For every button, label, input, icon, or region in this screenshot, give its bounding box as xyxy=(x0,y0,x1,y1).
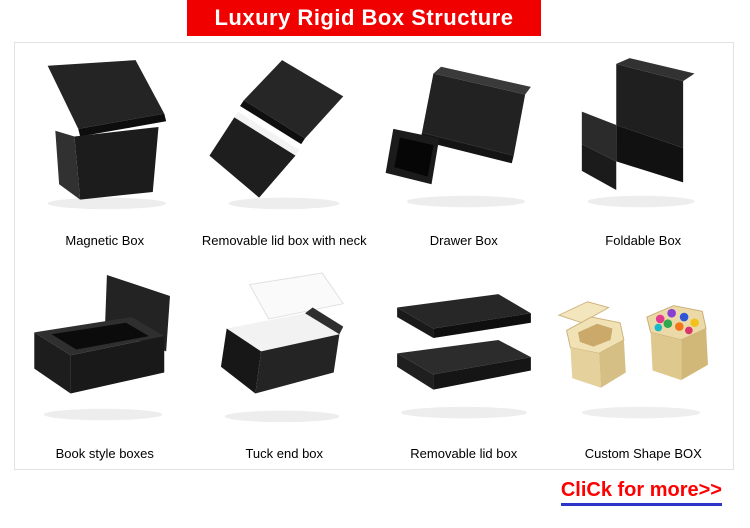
tuck-end-box-image xyxy=(195,256,375,444)
product-caption: Book style boxes xyxy=(55,446,154,461)
product-caption: Tuck end box xyxy=(245,446,324,461)
product-caption: Removable lid box xyxy=(410,446,518,461)
foldable-box-image xyxy=(554,43,734,231)
product-caption: Drawer Box xyxy=(429,233,498,248)
magnetic-box-image xyxy=(15,43,195,231)
product-cell-custom-shape-box: Custom Shape BOX xyxy=(554,256,734,469)
product-caption: Foldable Box xyxy=(605,233,682,248)
product-cell-drawer-box: Drawer Box xyxy=(374,43,554,256)
click-for-more-link[interactable]: CliCk for more>> xyxy=(560,479,722,506)
drawer-box-image xyxy=(374,43,554,231)
product-caption: Removable lid box with neck xyxy=(201,233,367,248)
banner: Luxury Rigid Box Structure xyxy=(187,0,541,36)
removable-lid-neck-box-image xyxy=(195,43,375,231)
product-cell-book-style-box: Book style boxes xyxy=(15,256,195,469)
removable-lid-box-image xyxy=(374,256,554,444)
product-caption: Custom Shape BOX xyxy=(584,446,702,461)
custom-shape-box-image xyxy=(554,256,734,444)
product-cell-foldable-box: Foldable Box xyxy=(554,43,734,256)
banner-title: Luxury Rigid Box Structure xyxy=(214,5,514,30)
product-grid: Magnetic Box Removable lid box with neck xyxy=(15,43,733,469)
product-cell-removable-lid-neck: Removable lid box with neck xyxy=(195,43,375,256)
product-caption: Magnetic Box xyxy=(65,233,145,248)
product-cell-magnetic-box: Magnetic Box xyxy=(15,43,195,256)
product-cell-tuck-end-box: Tuck end box xyxy=(195,256,375,469)
product-grid-frame: Magnetic Box Removable lid box with neck xyxy=(14,42,734,470)
book-style-box-image xyxy=(15,256,195,444)
product-cell-removable-lid-box: Removable lid box xyxy=(374,256,554,469)
